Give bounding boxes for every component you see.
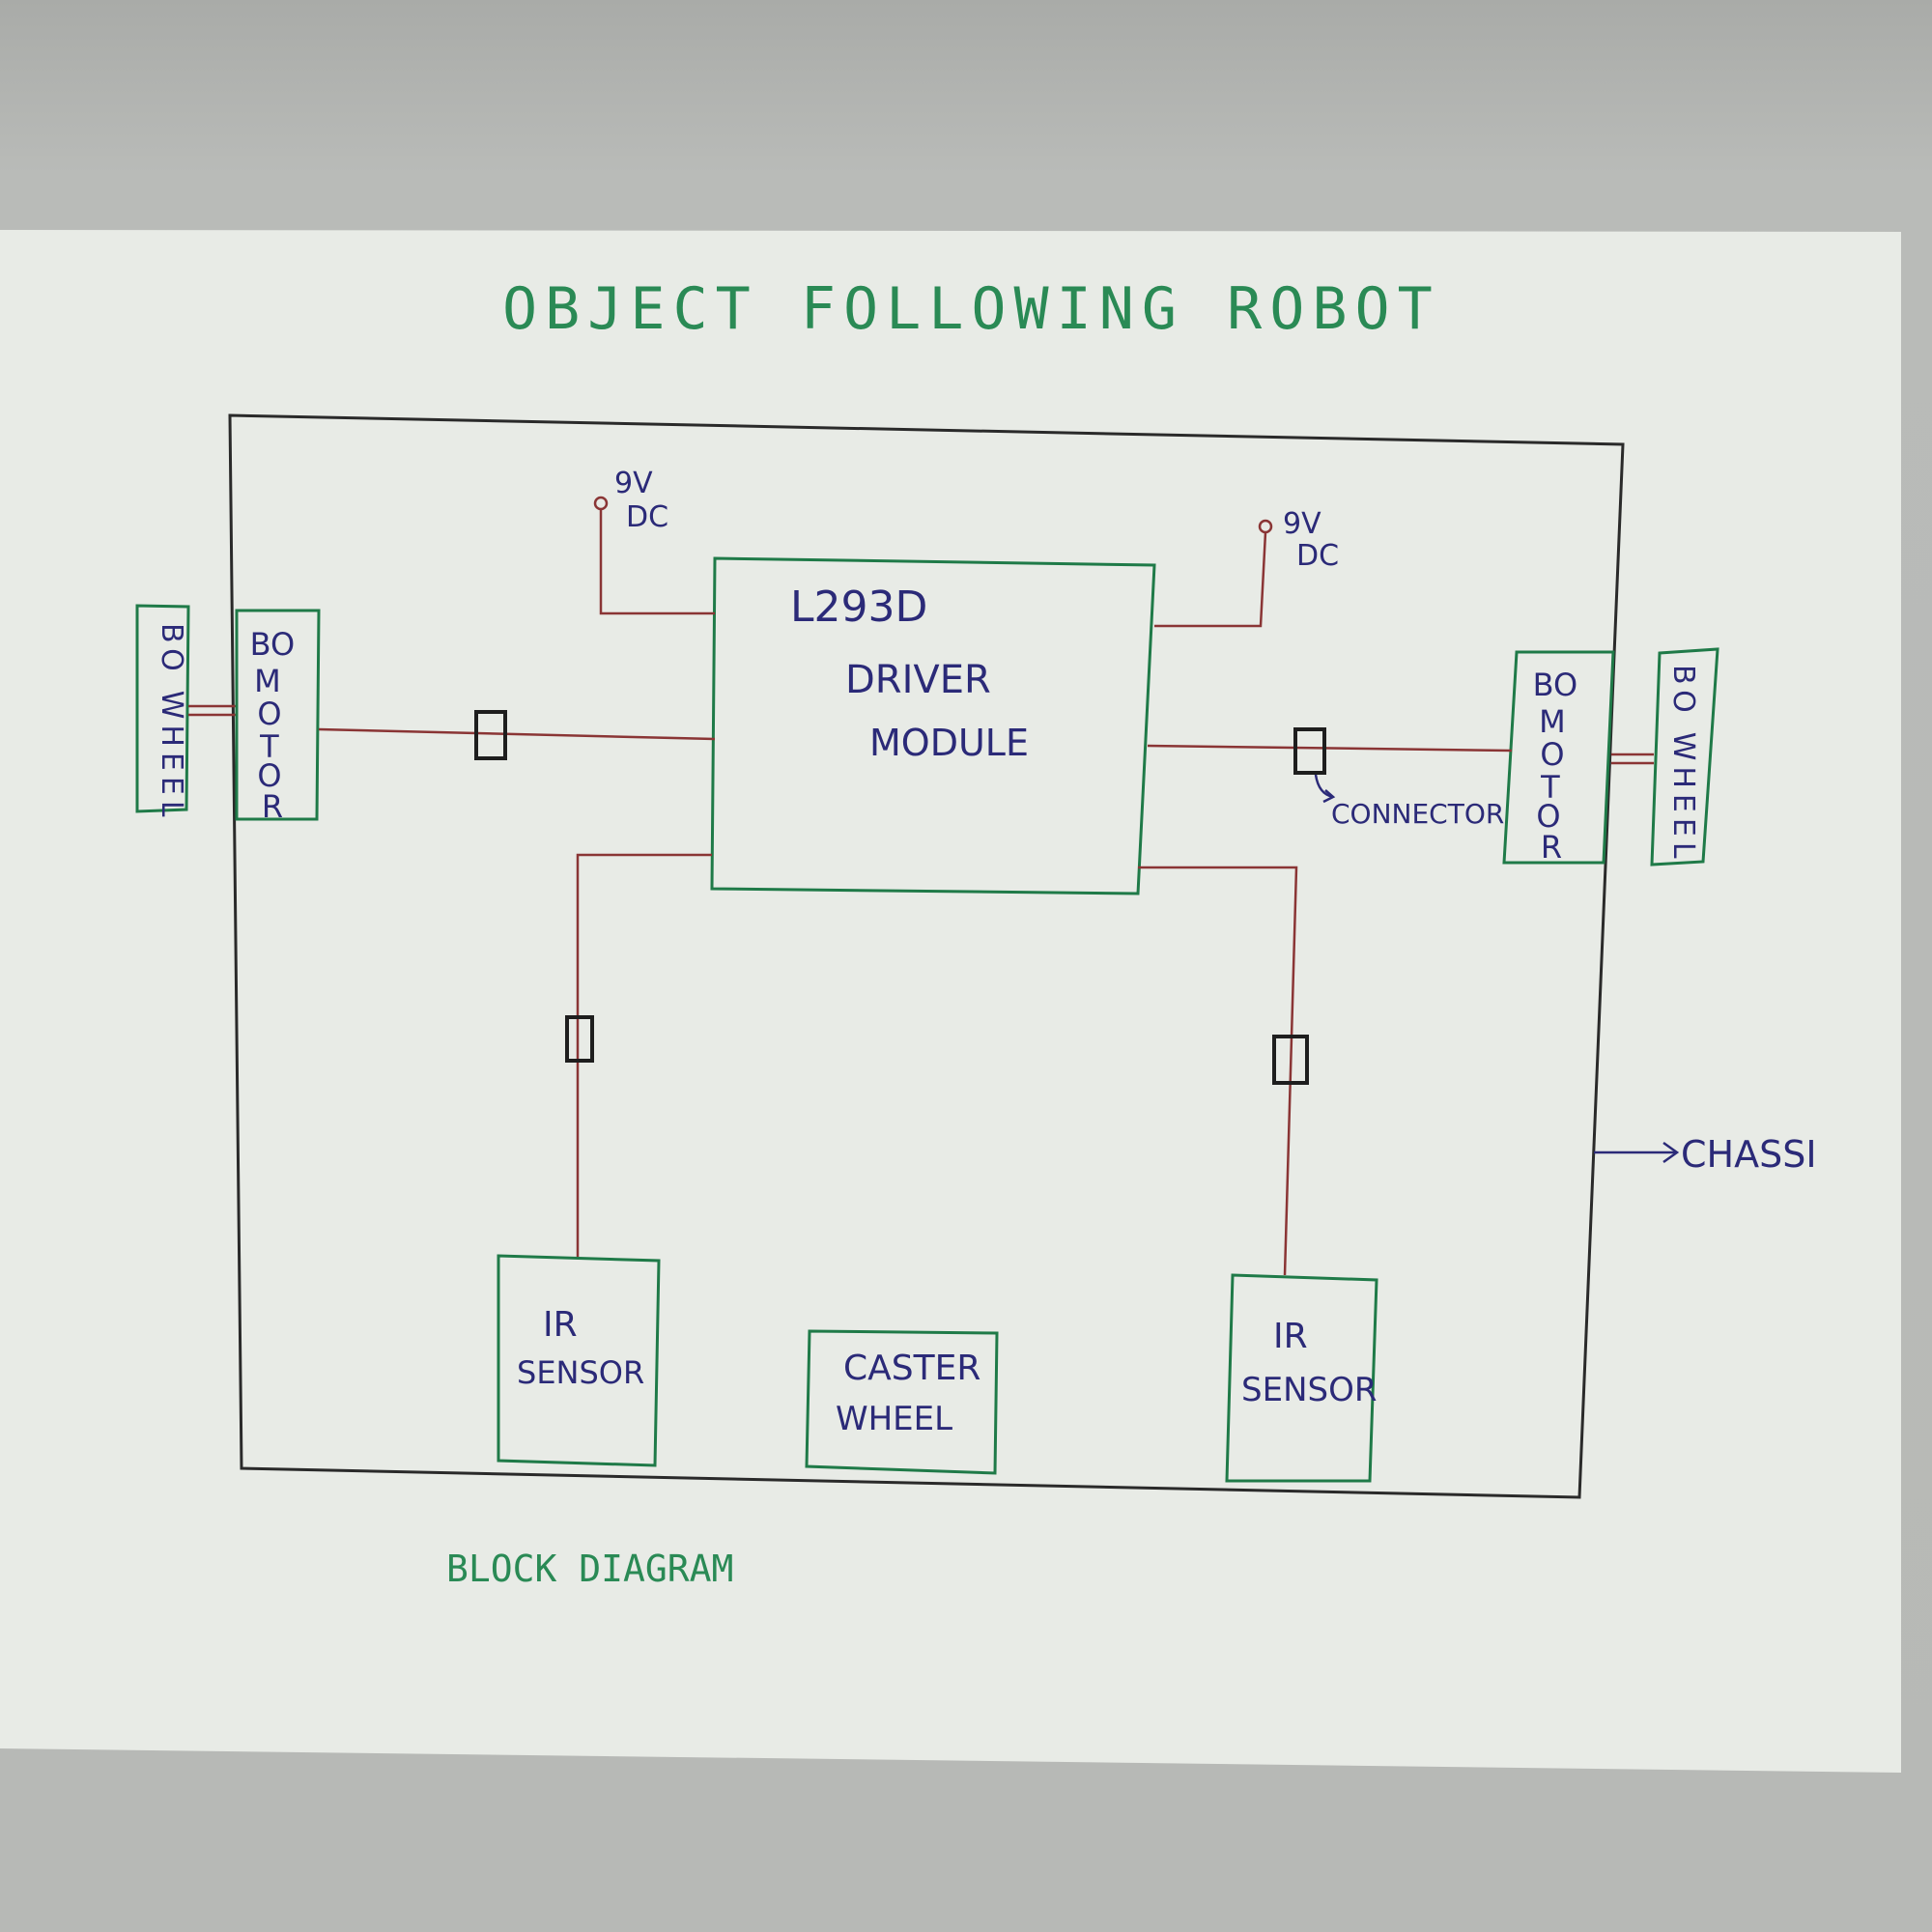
wire-right-sensor — [1138, 866, 1298, 1276]
power-supply-right: 9V DC — [1154, 507, 1339, 628]
connector-callout: CONNECTOR — [1314, 774, 1504, 830]
ir-sensor-right: IR SENSOR — [1225, 1273, 1378, 1483]
wire-left-sensor — [576, 853, 712, 1258]
connector-label: CONNECTOR — [1331, 798, 1504, 830]
connector-left-sensor — [565, 1015, 594, 1063]
svg-text:BOWHEEL: BOWHEEL — [155, 623, 188, 823]
caster-wheel-line1: CASTER — [843, 1349, 980, 1388]
driver-module: L293D DRIVER MODULE — [710, 556, 1156, 895]
ir-sensor-left-line1: IR — [543, 1305, 578, 1345]
driver-module-line1: L293D — [790, 582, 927, 632]
driver-module-line3: MODULE — [869, 722, 1029, 764]
ir-sensor-right-line2: SENSOR — [1241, 1371, 1377, 1409]
chassis-callout: CHASSI — [1594, 1133, 1817, 1176]
caster-wheel-line2: WHEEL — [836, 1400, 952, 1438]
connector-left-motor — [474, 710, 507, 760]
bo-wheel-right-label: BOWHEEL — [1666, 665, 1700, 865]
power-supply-right-type: DC — [1296, 539, 1339, 573]
caster-wheel: CASTER WHEEL — [805, 1329, 999, 1475]
power-supply-left: 9V DC — [593, 467, 715, 615]
power-supply-left-volt: 9V — [614, 467, 653, 500]
chassis-outline — [228, 413, 1625, 1499]
diagram-caption: BLOCK DIAGRAM — [446, 1548, 733, 1590]
diagram-title: OBJECT FOLLOWING ROBOT — [502, 275, 1440, 343]
axle-right — [1611, 753, 1654, 765]
wire-right-motor — [1147, 744, 1513, 753]
ir-sensor-right-line1: IR — [1273, 1317, 1308, 1356]
ir-sensor-left-line2: SENSOR — [517, 1354, 644, 1391]
ir-sensor-left: IR SENSOR — [497, 1254, 661, 1467]
paper-sheet — [0, 230, 1901, 1773]
axle-left — [188, 704, 237, 717]
bo-wheel-right: BOWHEEL — [1650, 647, 1719, 867]
driver-module-line2: DRIVER — [845, 658, 991, 702]
bo-motor-right-label: BO M O T O R — [1533, 667, 1588, 866]
bo-motor-right: BO M O T O R — [1502, 650, 1615, 866]
bo-motor-left-label: BO M O T O R — [250, 626, 305, 825]
chassis-label: CHASSI — [1681, 1133, 1817, 1176]
bo-wheel-left-label: BOWHEEL — [155, 623, 188, 823]
bo-motor-left: BO M O T O R — [235, 609, 321, 825]
wire-left-motor — [318, 727, 716, 741]
svg-text:BOWHEEL: BOWHEEL — [1666, 665, 1700, 865]
connector-right-motor — [1293, 727, 1326, 775]
bo-wheel-left: BOWHEEL — [135, 604, 190, 823]
connector-right-sensor — [1272, 1035, 1309, 1085]
power-supply-left-type: DC — [626, 500, 668, 534]
power-supply-right-volt: 9V — [1283, 507, 1321, 541]
